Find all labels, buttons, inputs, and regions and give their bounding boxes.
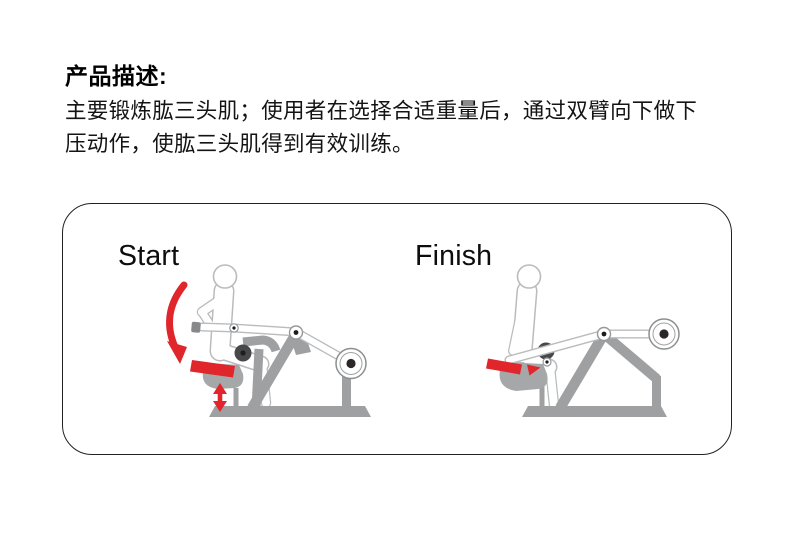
start-weight-plate — [335, 347, 367, 380]
description-line-2: 压动作，使肱三头肌得到有效训练。 — [65, 132, 414, 156]
finish-press-arrow-icon — [527, 364, 541, 376]
finish-weight-plate — [648, 318, 680, 350]
finish-press-pad — [486, 358, 522, 375]
finish-label: Finish — [415, 240, 493, 272]
pad-travel-arrow-icon — [213, 383, 227, 412]
finish-lever-arm — [504, 318, 680, 367]
press-down-arrowhead-icon — [167, 341, 187, 364]
start-red-annotations — [166, 281, 235, 412]
start-person-head — [212, 264, 238, 289]
illustration-panel: Start Finish — [62, 203, 732, 455]
start-machine-base — [209, 406, 371, 417]
start-figure — [166, 264, 371, 417]
exercise-diagram-svg — [166, 264, 680, 417]
start-lever-arm — [191, 321, 367, 380]
start-press-pad — [190, 360, 235, 378]
section-title: 产品描述: — [65, 63, 168, 89]
press-down-arrow-icon — [166, 281, 188, 351]
start-handle-grip — [191, 321, 201, 333]
finish-machine-base — [522, 406, 667, 417]
product-description-text: 主要锻炼肱三头肌；使用者在选择合适重量后，通过双臂向下做下 压动作，使肱三头肌得… — [65, 95, 737, 161]
finish-machine-frame — [499, 330, 667, 417]
start-label: Start — [118, 240, 180, 272]
description-line-1: 主要锻炼肱三头肌；使用者在选择合适重量后，通过双臂向下做下 — [65, 99, 698, 123]
finish-person-head — [516, 264, 542, 289]
finish-red-annotations — [486, 358, 541, 376]
finish-figure — [486, 264, 680, 417]
